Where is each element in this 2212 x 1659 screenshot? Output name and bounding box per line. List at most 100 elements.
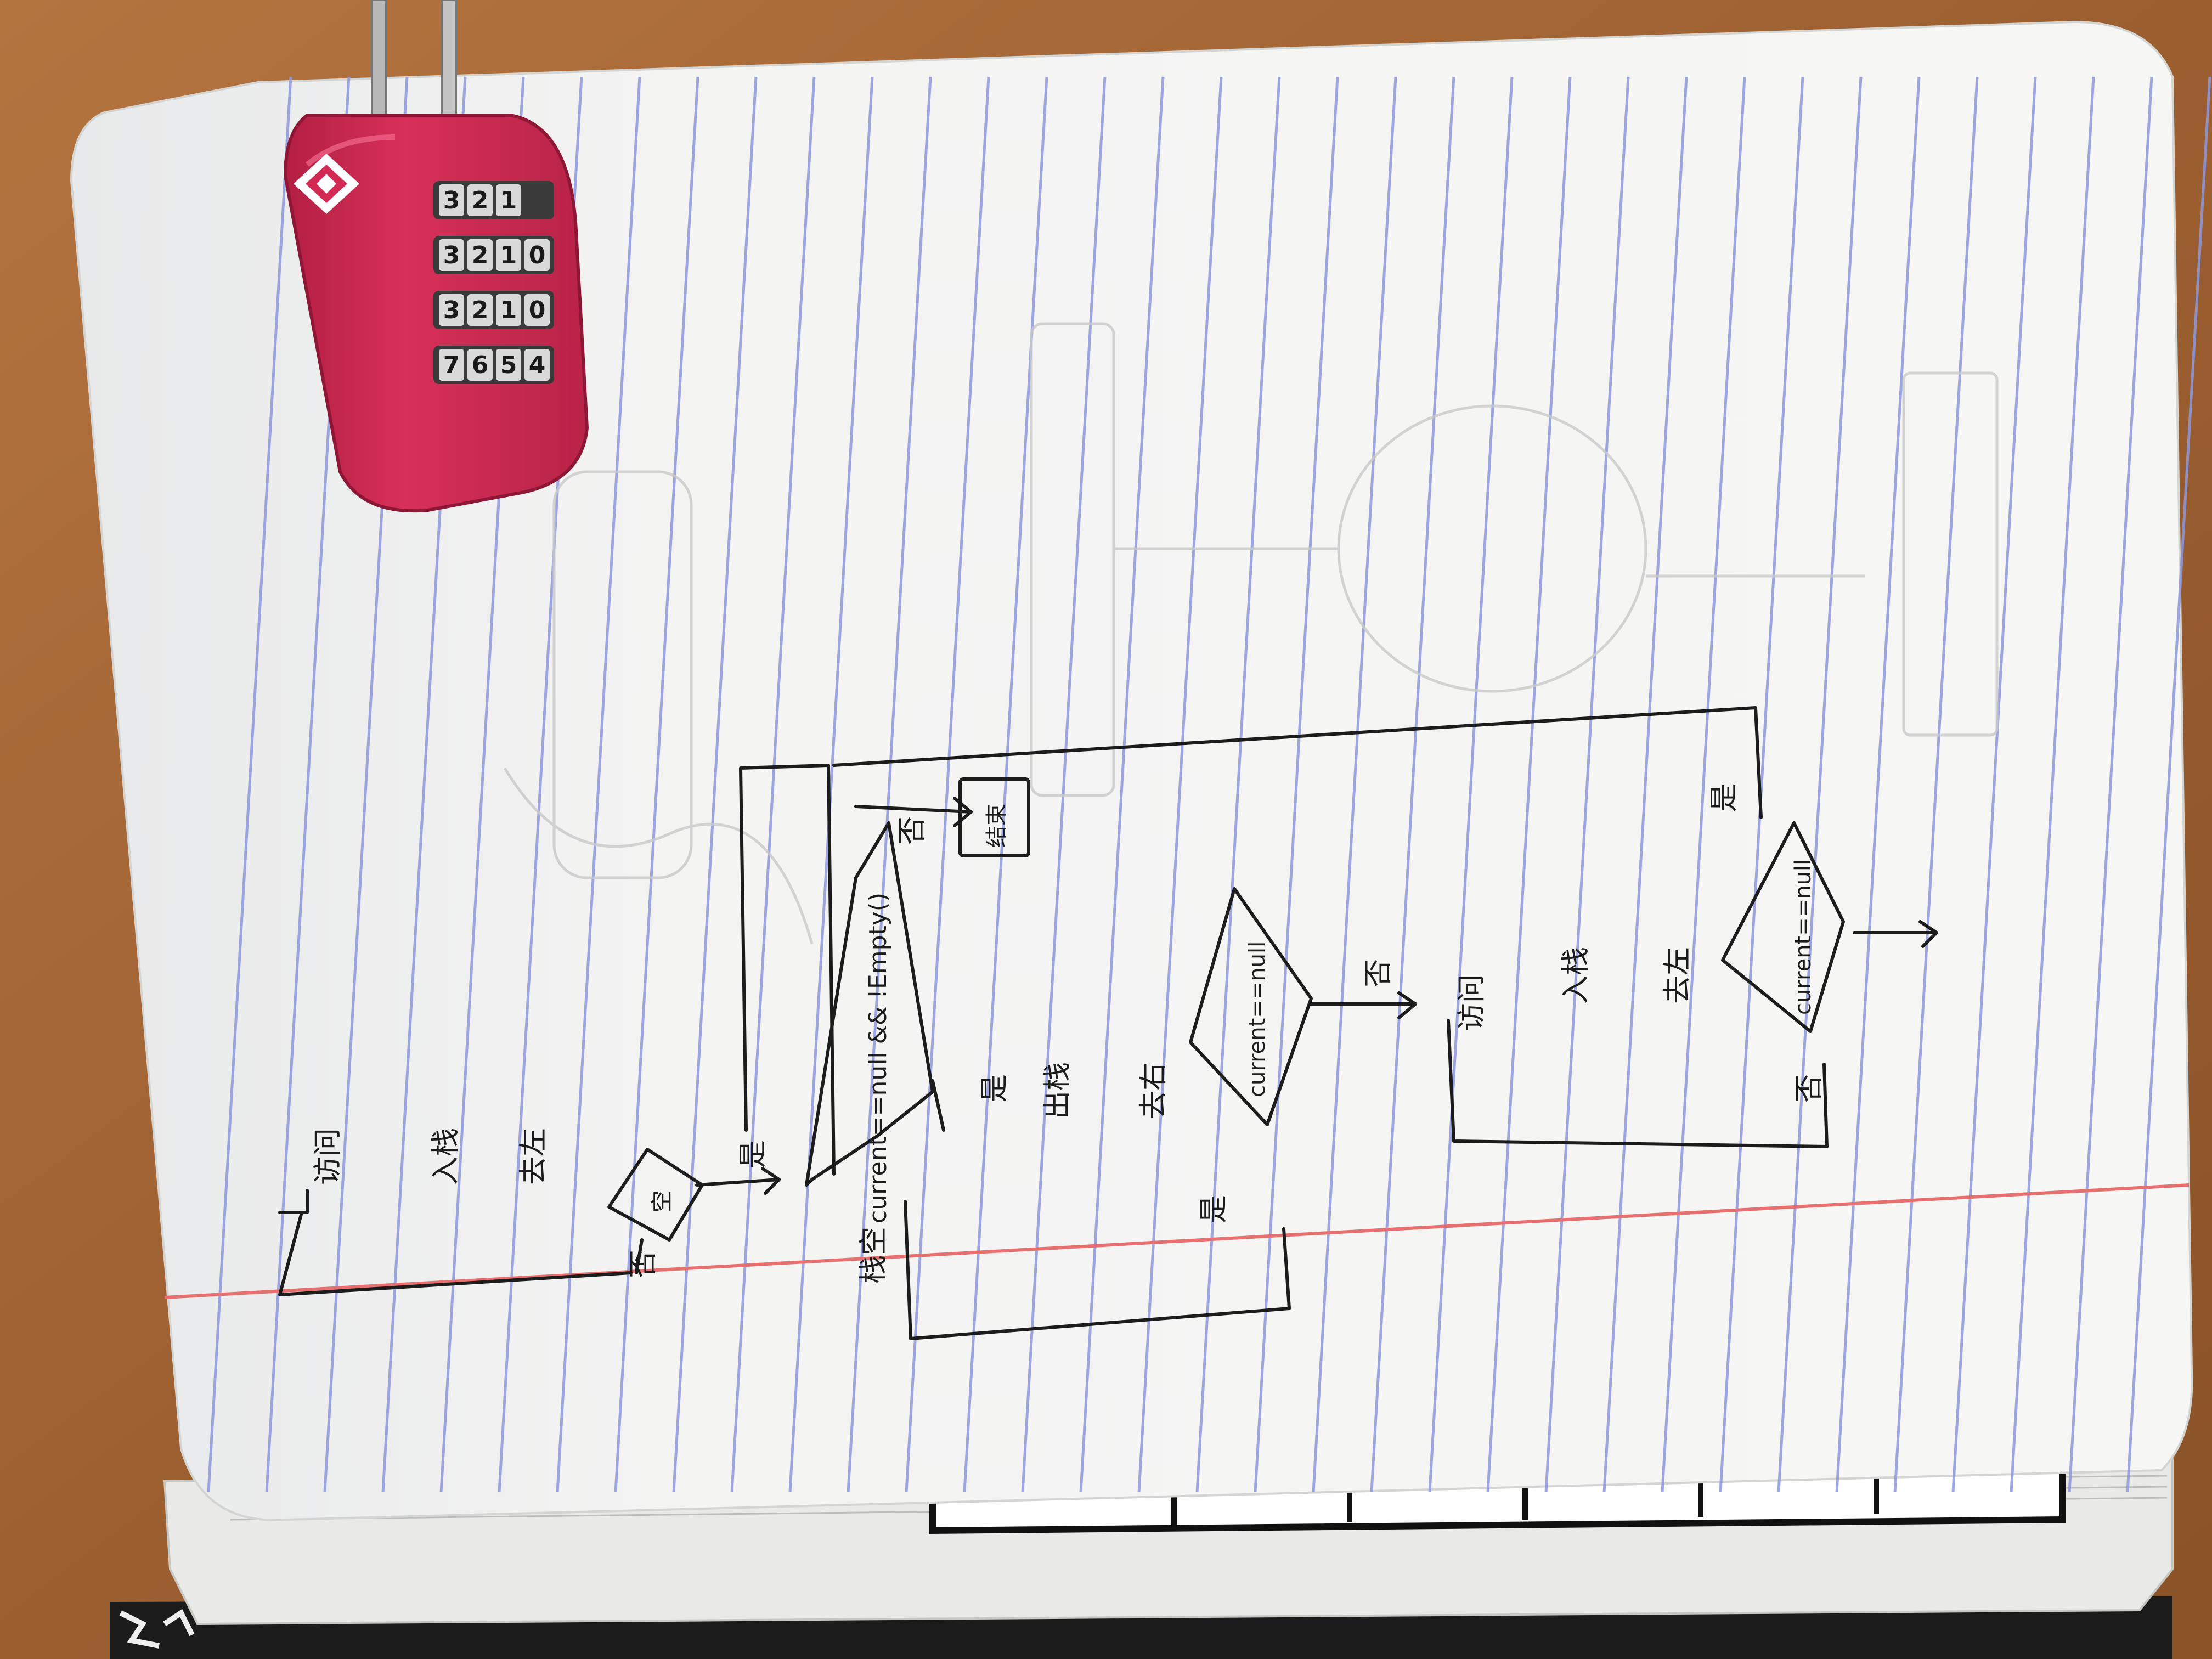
col2-no-line [854, 805, 973, 814]
rule-line [1254, 76, 1339, 1493]
col2-cond: current==null && !Empty() [864, 893, 892, 1223]
dial-digit: 3 [443, 241, 460, 269]
dial-wheel[interactable] [496, 184, 521, 216]
rule-line [2068, 76, 2153, 1493]
col1-yes-line [695, 1178, 781, 1187]
col1-yes-arrow [761, 1167, 781, 1195]
dial-wheel[interactable] [496, 349, 521, 381]
col1-diamond [607, 1148, 704, 1242]
col3-cond: current==null [1245, 941, 1270, 1097]
col3-no2: 否 [1793, 1074, 1826, 1103]
col1-no: 否 [627, 1250, 660, 1278]
col3-no: 否 [1362, 959, 1395, 988]
dial-digit: 2 [472, 187, 489, 215]
dial-digit: 2 [472, 241, 489, 269]
rule-line [1661, 76, 1746, 1493]
rule-line [1777, 76, 1863, 1493]
dial-digit: 0 [529, 296, 546, 324]
rule-line [1951, 76, 2037, 1493]
dial-digit: 1 [500, 241, 517, 269]
rule-line [2126, 76, 2211, 1493]
col2-yes-line [931, 1079, 945, 1132]
rule-line [1428, 76, 1514, 1493]
dial-wheel[interactable] [467, 294, 493, 326]
dial-wheel[interactable] [439, 239, 464, 271]
rule-line [672, 76, 758, 1493]
dial-digit: 0 [529, 241, 546, 269]
col1-push: 入栈 [430, 1128, 462, 1185]
col1-yes: 是 [737, 1140, 770, 1169]
col1-visit: 访问 [312, 1128, 345, 1185]
col3-yes2: 是 [1708, 783, 1741, 812]
rule-line [1893, 76, 1979, 1493]
lock-shackle-right [441, 0, 457, 116]
dial-wheel[interactable] [524, 349, 550, 381]
col3-loop [1447, 1019, 1829, 1148]
loop1-arrow [278, 1189, 309, 1214]
col2-go-right: 去右 [1137, 1062, 1170, 1119]
rule-line [1312, 76, 1397, 1493]
col3-exit-arrow [1918, 920, 1938, 948]
col3-yes: 是 [1198, 1195, 1231, 1223]
end-box [958, 777, 1030, 857]
rule-line [1137, 76, 1223, 1493]
tsa-logo [294, 154, 359, 214]
col2-no: 否 [896, 816, 929, 845]
col2-stack-label: 栈空 [857, 1227, 890, 1284]
col3-cond2: current==null [1791, 859, 1816, 1015]
rule-line [1544, 76, 1630, 1493]
col2-diamond [805, 821, 934, 1187]
dial-wheel[interactable] [467, 349, 493, 381]
rule-line [963, 76, 1048, 1493]
rule-line [1370, 76, 1455, 1493]
rule-line [1021, 76, 1107, 1493]
rule-line [1079, 76, 1165, 1493]
col1-cond: 空 [650, 1190, 675, 1212]
dial-wheel[interactable] [524, 239, 550, 271]
dial-wheel[interactable] [467, 239, 493, 271]
lock-highlight [305, 134, 396, 167]
rule-line [2010, 76, 2095, 1493]
loop1-line [278, 1211, 633, 1296]
rule-line [847, 76, 932, 1493]
rule-line [207, 76, 292, 1493]
rule-line [556, 76, 641, 1493]
rule-line [788, 76, 874, 1493]
show-through-sketch [503, 322, 1999, 944]
dial-wheel[interactable] [496, 294, 521, 326]
dial-digit: 7 [443, 351, 460, 379]
rule-line [730, 76, 816, 1493]
rule-line [614, 76, 699, 1493]
margin-line [164, 1183, 2190, 1299]
dial-wheel[interactable] [439, 294, 464, 326]
dial-digit: 5 [500, 351, 517, 379]
dial-wheel[interactable] [439, 349, 464, 381]
col3-diamond [1721, 821, 1845, 1033]
dial-wheel[interactable] [467, 184, 493, 216]
dial-wheel[interactable] [496, 239, 521, 271]
col3-go-left: 去左 [1661, 947, 1694, 1004]
dial-digit: 3 [443, 296, 460, 324]
col2-diamond2 [1189, 887, 1313, 1126]
dial-wheel[interactable] [439, 184, 464, 216]
dial-digit: 2 [472, 296, 489, 324]
dial-digit: 6 [472, 351, 489, 379]
lock-shackle-left [371, 0, 387, 116]
dial-digit: 4 [529, 351, 546, 379]
col2-bottom-loop [904, 1200, 1291, 1340]
col1-go-left: 去左 [517, 1128, 550, 1185]
col2-pop: 出栈 [1041, 1062, 1074, 1119]
rule-line [1835, 76, 1921, 1493]
rule-line [1719, 76, 1804, 1493]
col3-visit: 访问 [1455, 974, 1488, 1031]
col1-no-line [635, 1238, 644, 1274]
flowchart [278, 706, 1938, 1340]
dial-wheel[interactable] [524, 294, 550, 326]
dial-digit: 3 [443, 187, 460, 215]
cover-pattern [119, 1609, 195, 1649]
rule-line [1195, 76, 1281, 1493]
rule-line [1602, 76, 1688, 1493]
col2-no2-arrow [1397, 991, 1417, 1019]
